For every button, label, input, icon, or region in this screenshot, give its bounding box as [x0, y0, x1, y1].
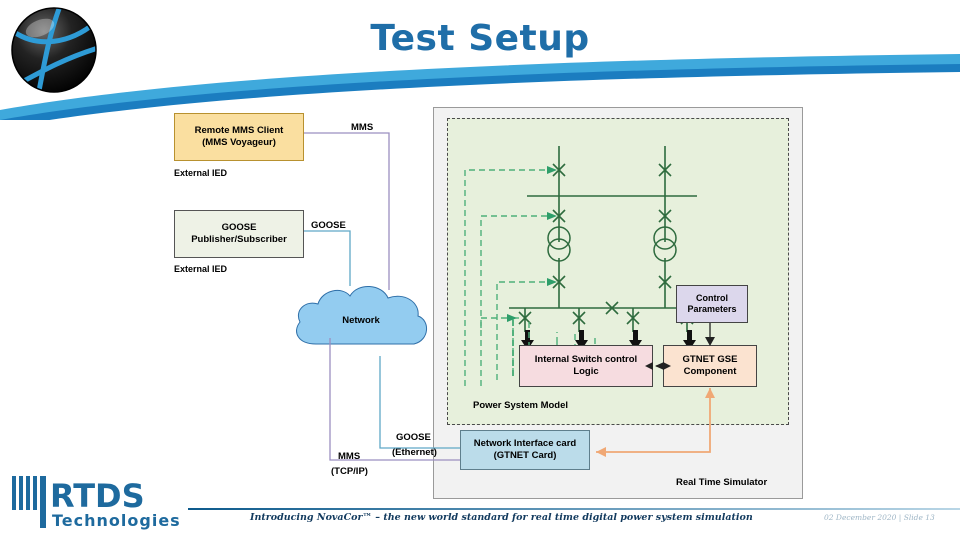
network-cloud-shape	[288, 278, 434, 364]
remote-mms-line1: Remote MMS Client	[194, 125, 284, 137]
gtnet-gse-line2: Component	[683, 366, 737, 377]
rtds-sphere-logo	[8, 4, 100, 96]
mms-protocol-label: (TCP/IP)	[331, 466, 368, 477]
internal-switch-logic-line2: Logic	[573, 366, 599, 377]
external-ied-caption-2: External IED	[174, 264, 228, 274]
goose-publisher-subscriber-box[interactable]: GOOSE Publisher/Subscriber	[174, 210, 304, 258]
goose-link-label-top: GOOSE	[311, 220, 346, 231]
nic-line2: (GTNET Card)	[493, 450, 557, 461]
page-title: Test Setup	[370, 18, 590, 59]
network-cloud-label: Network	[342, 315, 380, 326]
control-parameters-line1: Control	[695, 292, 728, 303]
power-system-model-label: Power System Model	[473, 400, 569, 411]
test-setup-diagram: Power System Model Real Time Simulator C…	[0, 100, 960, 500]
goose-protocol-label: (Ethernet)	[392, 447, 437, 458]
mms-link-label-top: MMS	[351, 122, 374, 133]
nic-line1: Network Interface card	[473, 438, 577, 450]
rtds-wordmark-logo: RTDS Technologies	[10, 474, 182, 530]
goose-link-label-bottom: GOOSE	[396, 432, 431, 443]
rtds-brand-sub: Technologies	[52, 511, 181, 530]
remote-mms-client-box[interactable]: Remote MMS Client (MMS Voyageur)	[174, 113, 304, 161]
footer-date-slide-number: 02 December 2020 | Slide 13	[824, 513, 935, 522]
real-time-simulator-label: Real Time Simulator	[676, 477, 768, 488]
network-interface-card-box[interactable]: Network Interface card (GTNET Card)	[460, 430, 590, 470]
gtnet-gse-line1: GTNET GSE	[682, 354, 738, 366]
goose-pub-line2: Publisher/Subscriber	[191, 234, 287, 245]
control-parameters-line2: Parameters	[687, 304, 737, 314]
footer-divider	[188, 508, 960, 510]
external-ied-caption-1: External IED	[174, 168, 228, 178]
goose-pub-line1: GOOSE	[221, 222, 257, 234]
internal-switch-logic-line1: Internal Switch control	[534, 354, 638, 366]
footer-tagline: Introducing NovaCor™ – the new world sta…	[250, 512, 753, 523]
remote-mms-line2: (MMS Voyageur)	[202, 137, 276, 148]
rtds-brand-text: RTDS	[50, 477, 145, 515]
internal-switch-control-logic-box[interactable]: Internal Switch control Logic	[519, 345, 653, 387]
control-parameters-box[interactable]: Control Parameters	[676, 285, 748, 323]
gtnet-gse-component-box[interactable]: GTNET GSE Component	[663, 345, 757, 387]
mms-link-label-bottom: MMS	[338, 451, 361, 462]
